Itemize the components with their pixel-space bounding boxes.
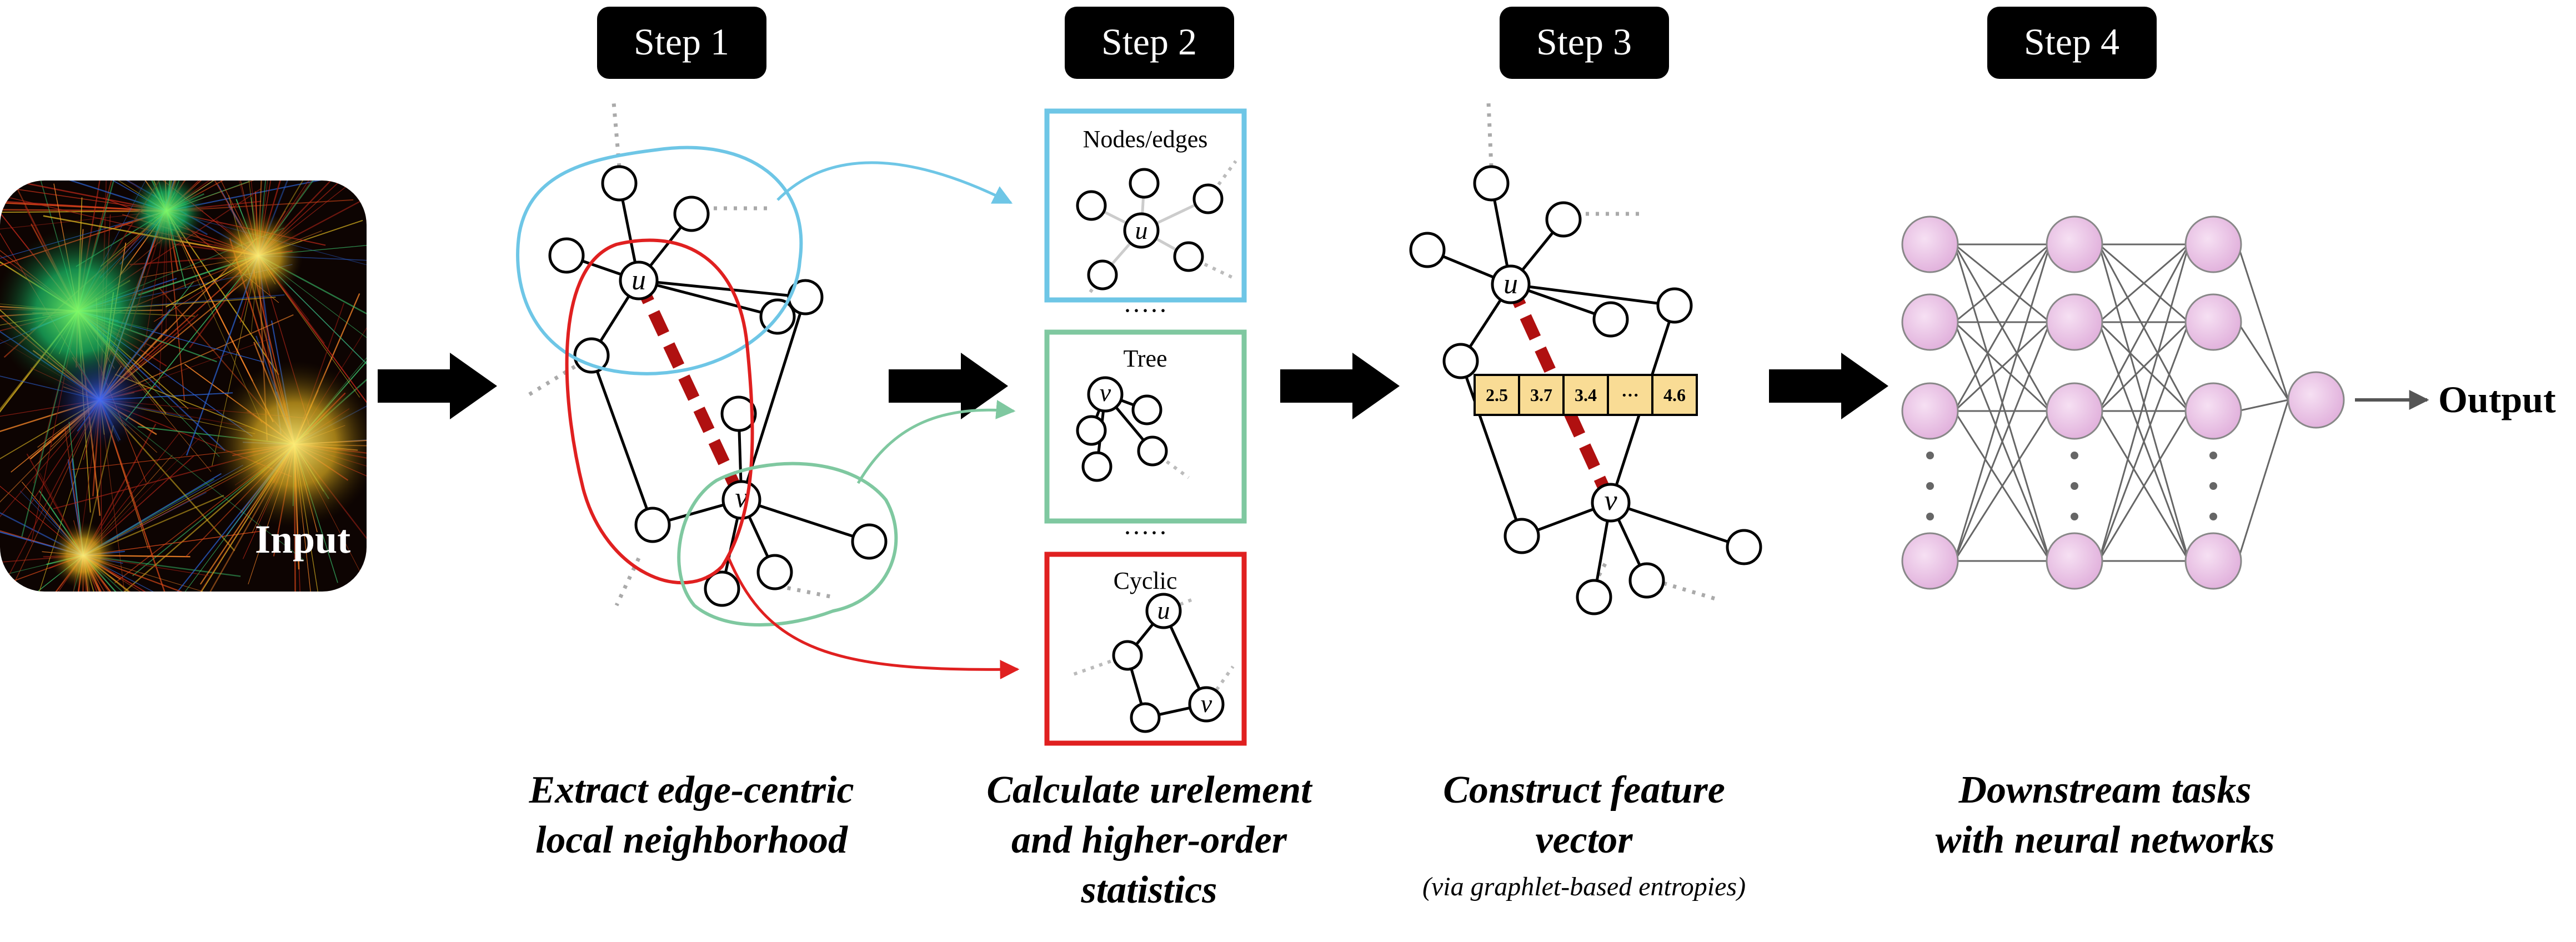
step-3-caption-line-1: Construct feature bbox=[1443, 769, 1725, 811]
separator-dots-1: ····· bbox=[1123, 296, 1167, 325]
urelement-box-tree: Tree v bbox=[1044, 329, 1247, 524]
nn-neuron-layer3-2 bbox=[2184, 293, 2242, 351]
step1-graph: u v bbox=[516, 102, 1020, 679]
step-2-caption-line-2: and higher-order bbox=[1011, 819, 1287, 861]
step2-urelements: Nodes/edges u ··· bbox=[1044, 108, 1247, 746]
nn-neuron-layer1-3 bbox=[1901, 382, 1959, 440]
flow-arrows bbox=[378, 353, 1888, 419]
step3-node-u-label: u bbox=[1503, 268, 1518, 300]
urelement-title-nodes-edges: Nodes/edges bbox=[1083, 126, 1208, 153]
step-4-label: Step 4 bbox=[2024, 21, 2119, 63]
step-3-badge: Step 3 bbox=[1500, 7, 1669, 79]
nn-neuron-layer3-3 bbox=[2184, 382, 2242, 440]
step-4-caption-line-2: with neural networks bbox=[1936, 819, 2275, 861]
step-1-label: Step 1 bbox=[634, 21, 729, 63]
step-1-caption-line-1: Extract edge-centric bbox=[528, 769, 854, 811]
neural-network bbox=[1901, 216, 2345, 590]
step-badges: Step 1 Step 2 Step 3 Step 4 bbox=[597, 7, 2157, 79]
flow-arrow-3 bbox=[1280, 353, 1400, 419]
nn-neuron-layer3-1 bbox=[2184, 216, 2242, 273]
separator-dots-2: ····· bbox=[1123, 518, 1167, 548]
step-2-caption-line-3: statistics bbox=[1080, 869, 1217, 911]
step-4-caption-line-1: Downstream tasks bbox=[1958, 769, 2251, 811]
flow-arrow-1 bbox=[378, 353, 497, 419]
flow-arrow-2 bbox=[889, 353, 1008, 419]
step-3-caption-line-2: vector bbox=[1536, 819, 1633, 861]
nn-neuron-layer1-2 bbox=[1901, 293, 1959, 351]
red-connector-arrow bbox=[726, 555, 1020, 679]
input-label: Input bbox=[255, 517, 350, 562]
step-2-label: Step 2 bbox=[1101, 21, 1197, 63]
input-network-image: Input bbox=[0, 181, 367, 592]
nn-output: Output bbox=[2355, 378, 2556, 420]
green-neighborhood-region bbox=[677, 462, 898, 627]
step-2-caption-line-1: Calculate urelement bbox=[986, 769, 1313, 811]
step-3-caption-note: (via graphlet-based entropies) bbox=[1422, 872, 1746, 901]
urelement-box-cyclic: Cyclic u v bbox=[1044, 552, 1247, 746]
urelement-title-cyclic: Cyclic bbox=[1114, 567, 1177, 594]
nn-neuron-layer2-4 bbox=[2046, 532, 2103, 590]
green-connector-arrow bbox=[856, 400, 1016, 484]
step-3-label: Step 3 bbox=[1536, 21, 1632, 63]
node-u-label: u bbox=[632, 264, 646, 296]
box3-node-u-label: u bbox=[1157, 596, 1170, 624]
step-1-caption-line-2: local neighborhood bbox=[535, 819, 848, 861]
box1-node-u-label: u bbox=[1135, 216, 1148, 244]
nn-neuron-layer2-2 bbox=[2046, 293, 2103, 351]
nn-neuron-layer3-4 bbox=[2184, 532, 2242, 590]
box3-node-v-label: v bbox=[1201, 689, 1212, 718]
step-1-badge: Step 1 bbox=[597, 7, 766, 79]
urelement-box-nodes-edges: Nodes/edges u bbox=[1044, 108, 1247, 303]
step-2-badge: Step 2 bbox=[1065, 7, 1234, 79]
red-neighborhood-region bbox=[565, 238, 754, 585]
nn-neuron-layer2-1 bbox=[2046, 216, 2103, 273]
urelement-title-tree: Tree bbox=[1123, 345, 1167, 372]
nn-neuron-layer2-3 bbox=[2046, 382, 2103, 440]
feature-cell-2: 3.7 bbox=[1530, 385, 1552, 405]
node-u bbox=[619, 260, 659, 300]
flow-arrow-4 bbox=[1769, 353, 1888, 419]
target-edge-uv bbox=[633, 278, 747, 503]
feature-cell-4: ··· bbox=[1621, 385, 1639, 405]
nn-output-neuron bbox=[2287, 371, 2345, 429]
blue-connector-arrow bbox=[776, 161, 1013, 204]
box2-node-v-label: v bbox=[1100, 378, 1111, 407]
step3-node-v-label: v bbox=[1604, 485, 1617, 517]
feature-cell-3: 3.4 bbox=[1575, 385, 1597, 405]
feature-cell-5: 4.6 bbox=[1663, 385, 1686, 405]
feature-vector: 2.5 3.7 3.4 ··· 4.6 bbox=[1474, 374, 1698, 416]
step-4-badge: Step 4 bbox=[1987, 7, 2157, 79]
step3-graph: u v 2.5 3.7 3.4 ··· 4.6 bbox=[1409, 102, 1762, 615]
output-label: Output bbox=[2438, 378, 2556, 420]
nn-neuron-layer1-4 bbox=[1901, 532, 1959, 590]
nn-neuron-layer1-1 bbox=[1901, 216, 1959, 273]
feature-cell-1: 2.5 bbox=[1486, 385, 1508, 405]
